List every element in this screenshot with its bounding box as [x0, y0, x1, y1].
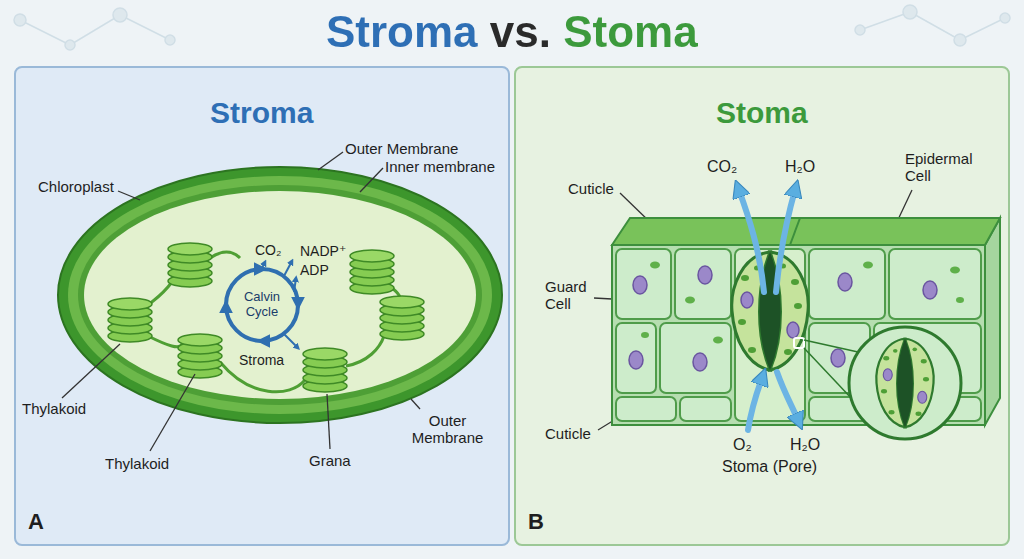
part-label: Thylakoid — [105, 455, 169, 472]
part-label: Cuticle — [568, 180, 614, 197]
part-label: ADP — [300, 262, 329, 278]
gas-arrows — [739, 190, 798, 430]
title: Stroma vs. Stoma — [326, 8, 698, 56]
part-label: H₂O — [785, 158, 815, 176]
part-label: Epidermal Cell — [905, 150, 995, 185]
part-label: Outer Membrane — [345, 140, 458, 157]
part-label: Inner membrane — [385, 158, 495, 175]
part-label: H₂O — [790, 436, 820, 454]
part-label: Chloroplast — [38, 178, 114, 195]
panel-letter: B — [528, 510, 544, 534]
leader-lines — [62, 152, 912, 451]
part-label: Guard Cell — [545, 278, 605, 313]
panel-letter: A — [28, 510, 44, 534]
zoom-inset — [794, 327, 961, 439]
part-label: Thylakoid — [22, 400, 86, 417]
panel-grounds — [14, 66, 1010, 546]
part-label: Outer Membrane — [405, 412, 490, 447]
part-label: Calvin Cycle — [232, 290, 292, 320]
calvin-cycle — [226, 261, 298, 348]
part-label: CO₂ — [255, 242, 281, 258]
chloroplast — [58, 167, 502, 423]
part-label: CO₂ — [707, 158, 737, 176]
panel-heading: Stoma — [716, 96, 808, 129]
part-label: Cuticle — [545, 425, 591, 442]
part-label: NADP⁺ — [300, 243, 346, 259]
part-label: O₂ — [733, 436, 752, 454]
panel-heading: Stroma — [210, 96, 313, 129]
part-label: Stroma — [239, 352, 284, 368]
part-label: Stoma (Pore) — [722, 458, 817, 476]
part-label: Grana — [309, 452, 351, 469]
